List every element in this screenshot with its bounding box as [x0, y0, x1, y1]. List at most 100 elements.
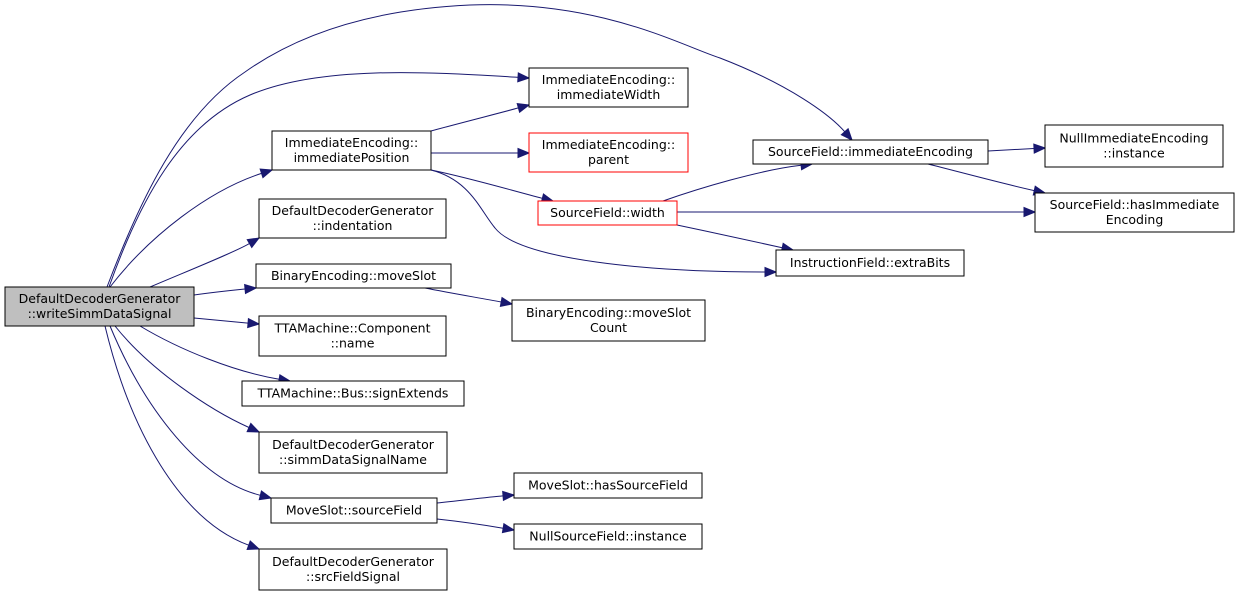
node-sf-immenc[interactable]: SourceField::immediateEncoding — [752, 139, 989, 165]
node-box — [513, 523, 703, 550]
node-label: ::srcFieldSignal — [306, 569, 400, 584]
edge-root-to-sf_immenc — [106, 4, 853, 288]
node-label: DefaultDecoderGenerator — [272, 437, 435, 452]
node-label: ::writeSimmDataSignal — [28, 306, 172, 321]
node-box — [537, 200, 678, 226]
node-label: MoveSlot::hasSourceField — [528, 478, 688, 493]
node-label: ImmediateEncoding:: — [542, 72, 675, 87]
node-box — [255, 263, 452, 289]
node-ddg-indent[interactable]: DefaultDecoderGenerator::indentation — [258, 198, 447, 239]
node-label: ::instance — [1103, 146, 1165, 161]
node-ms-sourcefield[interactable]: MoveSlot::sourceField — [270, 497, 438, 524]
node-label: MoveSlot::sourceField — [286, 503, 422, 518]
node-ddg-srcfield[interactable]: DefaultDecoderGenerator::srcFieldSignal — [258, 548, 448, 591]
edge-line — [927, 163, 1035, 192]
edge-imm_position-to-imm_width — [430, 103, 531, 132]
edge-ms_sourcefield-to-null_sf_instance — [436, 518, 516, 534]
nodes-layer: DefaultDecoderGenerator::writeSimmDataSi… — [4, 67, 1235, 591]
edge-line — [676, 224, 783, 249]
edge-line — [430, 169, 766, 273]
edge-sf_width-to-if_extrabits — [676, 224, 795, 253]
node-label: NullSourceField::instance — [529, 529, 687, 544]
node-label: TTAMachine::Component — [274, 321, 431, 336]
edge-line — [109, 325, 261, 496]
node-imm-parent[interactable]: ImmediateEncoding::parent — [528, 132, 689, 173]
node-tta-comp-name[interactable]: TTAMachine::Component::name — [258, 315, 447, 357]
node-box — [270, 497, 438, 524]
node-box — [1044, 124, 1224, 168]
node-box — [271, 130, 432, 171]
edge-root-to-imm_position — [109, 168, 274, 288]
node-label: InstructionField::extraBits — [790, 255, 950, 270]
node-box — [258, 431, 448, 474]
node-label: BinaryEncoding::moveSlot — [526, 305, 691, 320]
edge-line — [436, 518, 504, 529]
node-label: SourceField::immediateEncoding — [768, 144, 973, 159]
node-imm-width[interactable]: ImmediateEncoding::immediateWidth — [528, 67, 689, 108]
edge-arrowhead — [246, 422, 261, 433]
node-if-extrabits[interactable]: InstructionField::extraBits — [775, 249, 965, 277]
edge-line — [193, 317, 249, 324]
node-label: DefaultDecoderGenerator — [19, 291, 182, 306]
edge-arrowhead — [247, 317, 261, 329]
node-box — [258, 548, 448, 591]
node-be-moveslot[interactable]: BinaryEncoding::moveSlot — [255, 263, 452, 289]
node-box — [258, 315, 447, 357]
edge-be_moveslot-to-be_moveslotcount — [424, 287, 514, 308]
node-sf-width[interactable]: SourceField::width — [537, 200, 678, 226]
edge-line — [139, 325, 280, 380]
node-null-sf-instance[interactable]: NullSourceField::instance — [513, 523, 703, 550]
node-box — [775, 249, 965, 277]
node-ddg-simmname[interactable]: DefaultDecoderGenerator::simmDataSignalN… — [258, 431, 448, 474]
node-box — [752, 139, 989, 165]
edge-sf_immenc-to-null_imm_instance — [987, 143, 1047, 154]
node-label: SourceField::hasImmediate — [1050, 197, 1220, 212]
node-box — [241, 380, 465, 407]
edge-line — [106, 4, 846, 288]
edge-arrowhead — [501, 522, 516, 534]
edge-line — [114, 325, 250, 428]
edge-line — [193, 288, 246, 296]
node-label: BinaryEncoding::moveSlot — [271, 268, 436, 283]
node-box — [511, 299, 706, 342]
edge-arrowhead — [516, 103, 531, 114]
edge-root-to-ddg_srcfield — [104, 325, 261, 550]
edge-sf_width-to-sf_hasimm — [677, 206, 1037, 218]
edge-line — [424, 287, 502, 303]
node-label: DefaultDecoderGenerator — [272, 554, 435, 569]
node-box — [258, 198, 447, 239]
edge-line — [108, 72, 519, 288]
node-label: immediateWidth — [557, 87, 661, 102]
edge-imm_position-to-imm_parent — [431, 147, 531, 159]
node-root: DefaultDecoderGenerator::writeSimmDataSi… — [4, 286, 195, 327]
edge-arrowhead — [259, 168, 274, 179]
node-label: TTAMachine::Bus::signExtends — [257, 386, 449, 401]
node-ms-hassource[interactable]: MoveSlot::hasSourceField — [513, 472, 703, 499]
node-label: DefaultDecoderGenerator — [272, 203, 435, 218]
node-box — [528, 132, 689, 173]
node-label: NullImmediateEncoding — [1059, 131, 1208, 146]
edge-arrowhead — [1023, 206, 1037, 218]
edge-sf_immenc-to-sf_hasimm — [927, 163, 1047, 196]
node-label: ::indentation — [313, 218, 393, 233]
node-label: ImmediateEncoding:: — [285, 135, 418, 150]
edge-arrowhead — [246, 540, 261, 550]
node-imm-position[interactable]: ImmediateEncoding::immediatePosition — [271, 130, 432, 171]
edge-line — [149, 243, 250, 288]
edge-line — [430, 169, 543, 199]
edge-arrowhead — [764, 266, 778, 278]
edge-arrowhead — [517, 72, 531, 83]
edge-arrowhead — [258, 490, 273, 501]
edge-line — [430, 107, 519, 132]
node-null-imm-instance[interactable]: NullImmediateEncoding::instance — [1044, 124, 1224, 168]
edge-root-to-ddg_indent — [149, 237, 261, 288]
node-box — [1034, 192, 1235, 233]
edge-imm_position-to-if_extrabits — [430, 169, 778, 278]
node-tta-bus-sign[interactable]: TTAMachine::Bus::signExtends — [241, 380, 465, 407]
node-label: Count — [590, 320, 627, 335]
edge-line — [109, 172, 262, 288]
edge-root-to-be_moveslot — [193, 283, 258, 296]
node-box — [513, 472, 703, 499]
